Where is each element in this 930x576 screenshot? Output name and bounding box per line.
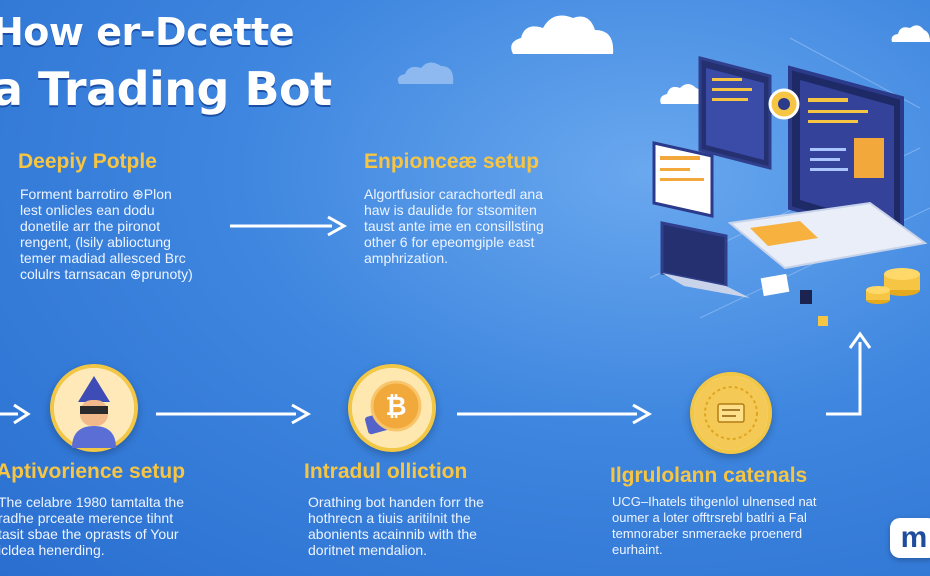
cloud-icon xyxy=(511,15,614,55)
step-5-line: oumer a loter offtrsrebl batlri a Fal xyxy=(612,510,807,525)
step-4-line: doritnet mendalion. xyxy=(308,542,428,558)
step-1-line: Forment barrotiro ⊕Plon xyxy=(20,186,172,202)
step-2-heading: Enpionceæ setup xyxy=(364,150,540,173)
step-1-body: Forment barrotiro ⊕Plon lest onlicles ea… xyxy=(20,186,193,282)
step-2-line: Algortfusior carachortedl ana xyxy=(364,186,543,202)
step-5-line: UCG–Ihatels tihgenlol ulnensed nat xyxy=(612,494,817,509)
step-4-line: Orathing bot handen forr the xyxy=(308,494,484,510)
page-title-line1: How er-Dcette xyxy=(0,10,294,54)
cloud-icon xyxy=(891,25,930,42)
step-4-line: abonients acainnib with the xyxy=(308,526,477,542)
step-3-body: The celabre 1980 tamtalta the radhe prce… xyxy=(0,494,184,558)
step-2-body: Algortfusior carachortedl ana haw is dau… xyxy=(364,186,544,266)
step-5-heading: Ilgrulolann catenals xyxy=(610,464,808,487)
step-1-heading: Deepiy Potple xyxy=(18,150,157,173)
step-3-line: tasit sbae the oprasts of Your xyxy=(0,526,179,542)
developer-avatar-icon xyxy=(50,364,138,452)
step-3-heading: Aptivorience setup xyxy=(0,460,186,483)
step-5-body: UCG–Ihatels tihgenlol ulnensed nat oumer… xyxy=(612,494,817,558)
svg-text:₿: ₿ xyxy=(385,392,406,422)
step-1-line: lest onlicles ean dodu xyxy=(20,202,155,218)
arrow-right-icon xyxy=(230,215,348,237)
step-2-line: other 6 for epeomgiple east xyxy=(364,234,535,250)
bitcoin-coin-icon: ₿ xyxy=(348,364,436,452)
step-2-line: taust ante ime en consillsting xyxy=(364,218,544,234)
step-2-line: amphrization. xyxy=(364,250,449,266)
step-5-line: eurhaint. xyxy=(612,542,663,557)
brand-logo: m xyxy=(890,518,930,558)
arrow-right-icon xyxy=(156,403,312,425)
arrow-right-icon xyxy=(457,403,653,425)
step-3-line: radhe prceate merence tihnt xyxy=(0,510,174,526)
cloud-icon xyxy=(660,84,703,104)
step-1-line: donetile arr the pironot xyxy=(20,218,161,234)
step-5-line: temnoraber snmeraeke proenerd xyxy=(612,526,803,541)
step-3-line: icldea henerding. xyxy=(0,542,105,558)
step-3-line: The celabre 1980 tamtalta the xyxy=(0,494,185,510)
arrow-up-icon xyxy=(826,331,872,416)
step-4-line: hothrecn a tiuis aritilnit the xyxy=(308,510,471,526)
step-1-line: colulrs tarnsacan ⊕prunoty) xyxy=(20,266,193,282)
step-4-heading: Intradul olliction xyxy=(304,460,468,483)
arrow-right-icon xyxy=(0,403,31,425)
step-1-line: temer madiad allesced Brc xyxy=(20,250,186,266)
step-2-line: haw is daulide for stsomiten xyxy=(364,202,537,218)
computer-trading-dashboard-illustration xyxy=(649,37,930,326)
step-4-body: Orathing bot handen forr the hothrecn a … xyxy=(308,494,484,558)
page-title-line2: a Trading Bot xyxy=(0,62,332,116)
step-1-line: rengent, (lsily ablioctung xyxy=(20,234,171,250)
trading-medallion-icon xyxy=(690,372,772,454)
cloud-icon xyxy=(397,62,454,84)
